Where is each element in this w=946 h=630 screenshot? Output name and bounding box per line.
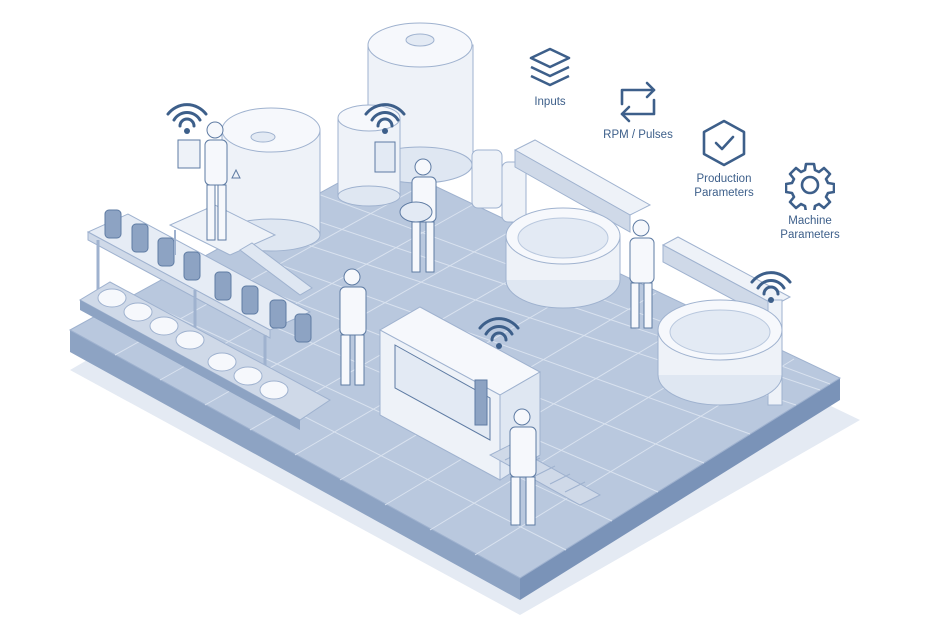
worker-with-basket — [399, 158, 437, 273]
mixing-vat — [505, 207, 621, 309]
gear-icon — [785, 162, 835, 210]
cooling-vat — [657, 299, 783, 406]
wifi-icon — [478, 317, 520, 342]
worker-platform — [204, 121, 228, 241]
legend-label: Inputs — [534, 96, 566, 108]
worker-right — [629, 219, 655, 329]
refresh-arrows-icon — [620, 81, 656, 123]
floor-side-right — [520, 378, 840, 600]
legend-inputs: Inputs — [515, 45, 585, 109]
legend-label: Production — [696, 173, 752, 185]
floor-side-left — [70, 330, 520, 600]
wifi-dot — [382, 128, 388, 134]
legend-label: Parameters — [694, 187, 754, 199]
wifi-icon — [166, 103, 208, 128]
legend-label: RPM / Pulses — [603, 129, 673, 141]
shield-check-icon — [702, 119, 746, 167]
worker-bottom — [509, 408, 537, 526]
wifi-dot — [768, 297, 774, 303]
control-panel-left — [177, 139, 201, 169]
wifi-icon — [750, 271, 792, 296]
storage-tank-left — [221, 107, 321, 252]
legend-label: Machine — [788, 215, 832, 227]
filling-line — [78, 209, 331, 430]
pipework — [471, 139, 652, 233]
legend-rpm-pulses: RPM / Pulses — [596, 80, 680, 142]
legend-production-parameters: Production Parameters — [686, 118, 762, 200]
layers-icon — [529, 47, 571, 87]
legend-label: Parameters — [780, 229, 840, 241]
worker-with-tablet — [339, 268, 367, 386]
wifi-dot — [496, 343, 502, 349]
legend-machine-parameters: Machine Parameters — [772, 160, 848, 242]
storage-tank-medium — [337, 104, 401, 207]
wifi-dot — [184, 128, 190, 134]
wifi-icon — [364, 103, 406, 128]
